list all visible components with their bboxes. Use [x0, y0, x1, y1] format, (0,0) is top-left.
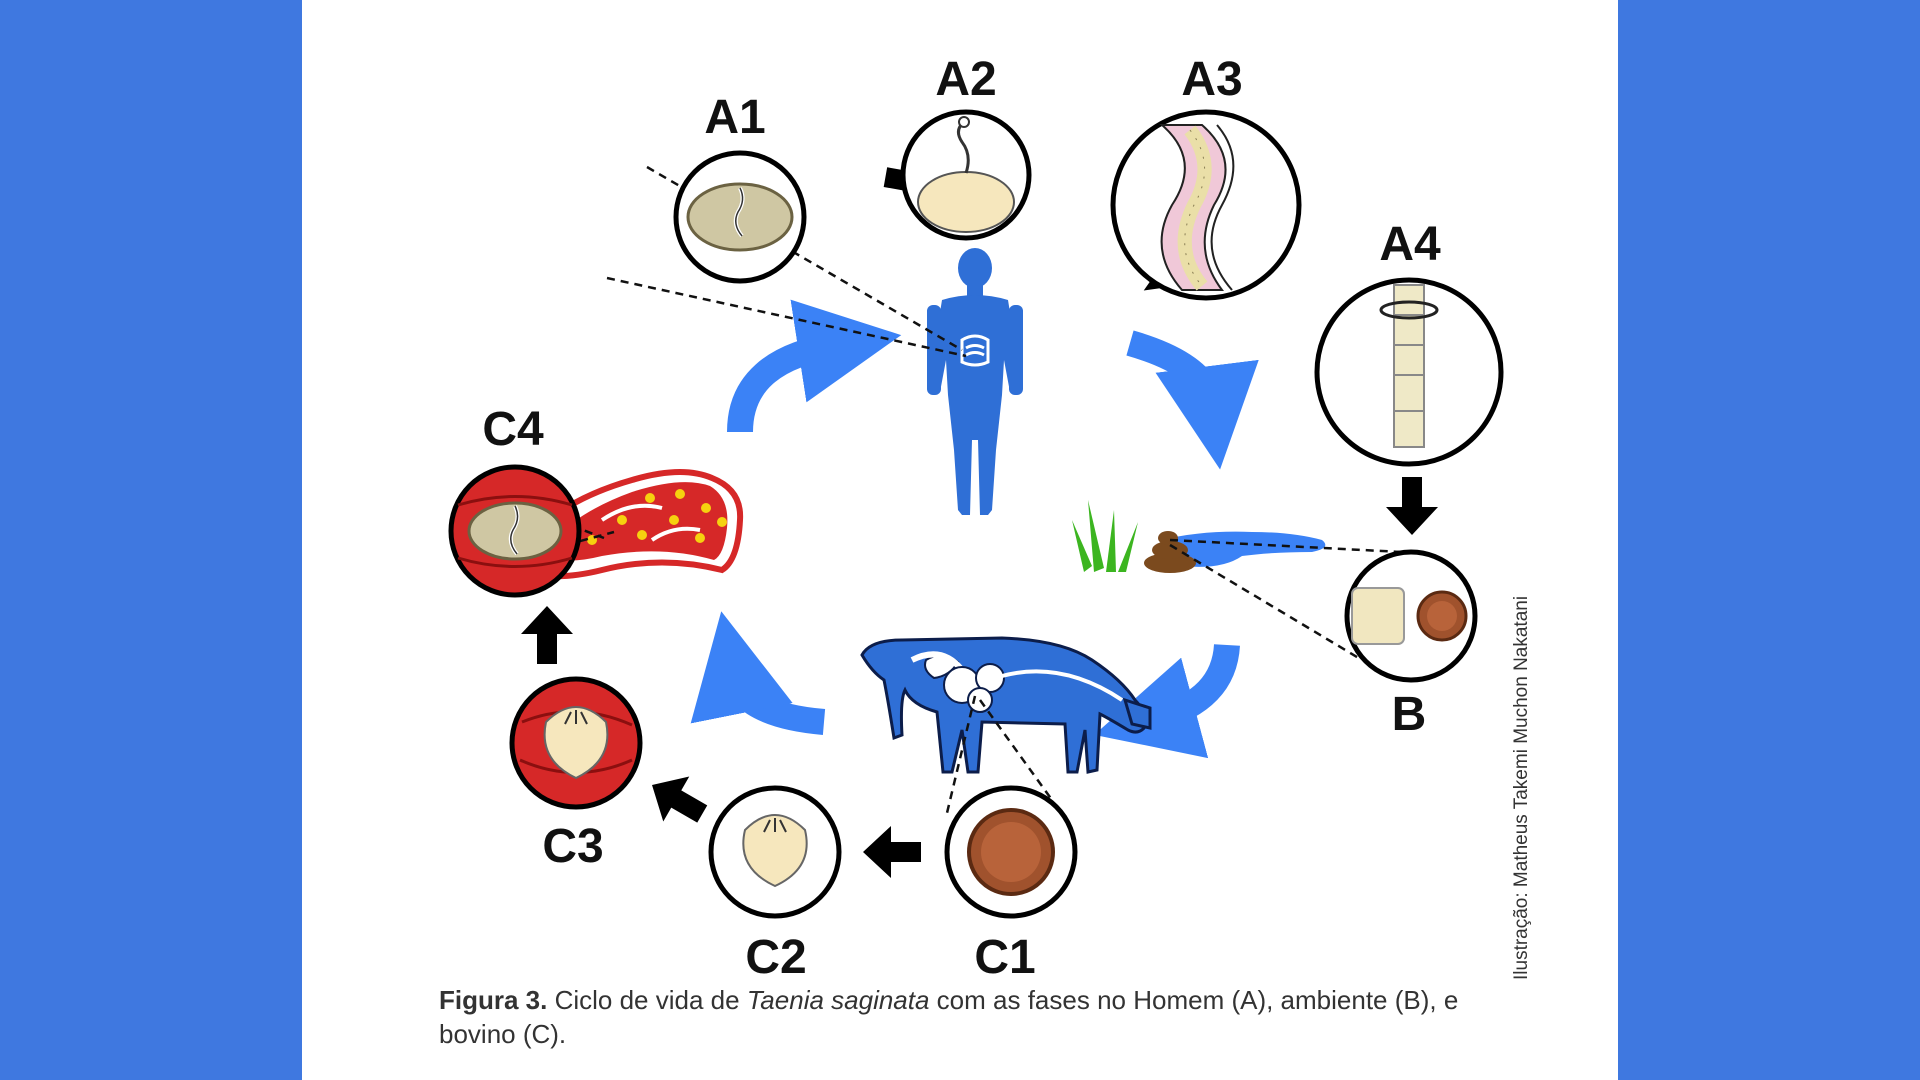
meat-steak-icon	[524, 469, 744, 580]
stage-a3-circle	[1110, 109, 1302, 301]
stage-c2-circle	[708, 785, 842, 919]
grass-icon	[1072, 500, 1138, 572]
human-silhouette-icon	[927, 248, 1023, 515]
arrow-a4-b	[1386, 477, 1438, 535]
cycle-arrow-human-to-environment	[1126, 330, 1259, 470]
label-c3: C3	[542, 820, 603, 873]
cycle-arrow-cow-to-meat	[690, 611, 826, 735]
cow-icon	[860, 636, 1152, 774]
life-cycle-diagram: A1 A2 A3 A4 B C1 C2 C3 C4 Ilustração: Ma…	[448, 53, 1532, 984]
illustration-credit: Ilustração: Matheus Takemi Muchon Nakata…	[1511, 596, 1532, 980]
label-a4: A4	[1379, 218, 1441, 271]
stage-a4-circle	[1314, 277, 1504, 467]
cycle-arrow-meat-to-human	[727, 299, 902, 433]
stage-b-circle	[1344, 549, 1478, 683]
caption-text-after: com as fases no Homem (A), ambiente (B),…	[439, 985, 1459, 1049]
figure-caption: Figura 3. Ciclo de vida de Taenia sagina…	[439, 983, 1539, 1051]
caption-text-before: Ciclo de vida de	[547, 985, 747, 1015]
stage-c4-circle	[448, 464, 582, 598]
feces-icon	[1144, 531, 1196, 573]
stage-a1-circle	[673, 150, 807, 284]
stage-a2-circle	[900, 109, 1032, 241]
human-intestine-icon	[960, 334, 990, 367]
caption-figure-number: Figura 3.	[439, 985, 548, 1015]
label-a1: A1	[704, 91, 765, 144]
label-b: B	[1392, 688, 1427, 741]
cycle-arrows	[690, 299, 1259, 759]
label-a2: A2	[935, 53, 996, 106]
slide-page: A1 A2 A3 A4 B C1 C2 C3 C4 Ilustração: Ma…	[302, 0, 1618, 1080]
cycle-arrow-environment-to-cow	[1094, 643, 1240, 759]
label-c1: C1	[974, 931, 1035, 984]
label-c2: C2	[745, 931, 806, 984]
stage-c3-circle	[509, 676, 643, 810]
label-a3: A3	[1181, 53, 1242, 106]
arrow-c1-c2	[863, 826, 921, 878]
stage-c1-circle	[944, 785, 1078, 919]
caption-species-name: Taenia saginata	[746, 985, 930, 1015]
label-c4: C4	[482, 403, 544, 456]
cyst-dots	[587, 489, 727, 545]
arrow-c2-c3	[652, 776, 708, 823]
arrow-c3-c4	[521, 606, 573, 664]
